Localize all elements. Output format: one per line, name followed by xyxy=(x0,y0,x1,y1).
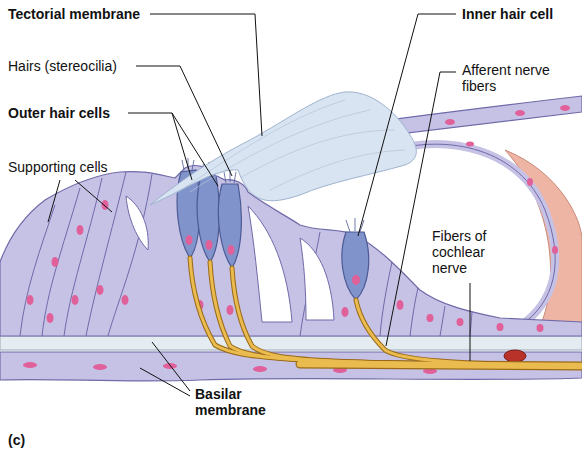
cell-nuclei xyxy=(27,200,544,332)
tectorial-membrane xyxy=(150,92,416,205)
part-label: Inner hair cell xyxy=(462,6,574,22)
nerve-outline xyxy=(190,258,582,366)
part-label: Fibers of cochlear nerve xyxy=(432,228,512,276)
part-label: Tectorial membrane xyxy=(8,6,148,22)
basilar-membrane xyxy=(0,336,582,350)
blood-vessel xyxy=(504,350,526,362)
part-label: Outer hair cells xyxy=(8,105,128,121)
tunnel xyxy=(248,206,292,322)
nerve-fibers xyxy=(190,258,582,366)
part-label: Afferent nerve fibers xyxy=(462,62,574,94)
part-label: Basilar membrane xyxy=(195,386,275,418)
part-label: Supporting cells xyxy=(8,159,128,175)
part-label: (c) xyxy=(8,432,48,448)
membrane-fibers xyxy=(170,100,405,197)
part-label: Hairs (stereocilia) xyxy=(8,58,136,74)
